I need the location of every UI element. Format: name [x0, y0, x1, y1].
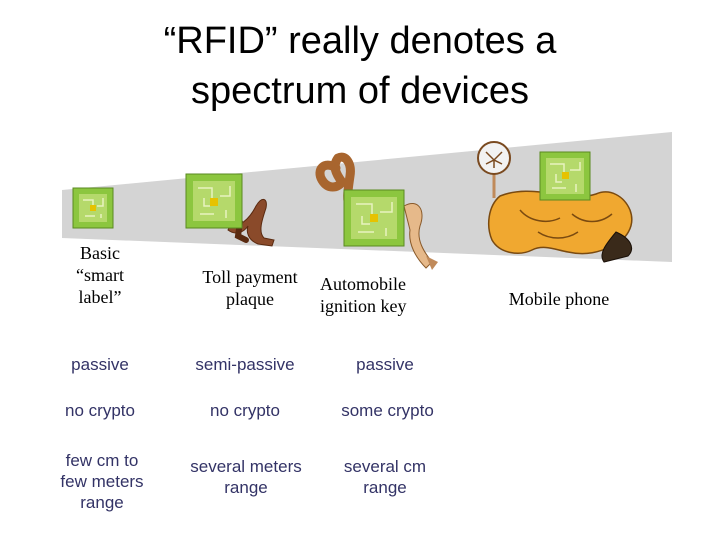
- device-label-line: Mobile phone: [508, 289, 610, 309]
- symbol-sign: [477, 141, 511, 175]
- slide-title: “RFID” really denotes a spectrum of devi…: [60, 16, 660, 116]
- power-semi-passive-toll: semi-passive: [195, 355, 295, 374]
- device-label-line: Automobile: [320, 274, 406, 294]
- device-label-toll-payment-plaque: Toll payment plaque: [180, 266, 320, 310]
- power-passive-basic: passive: [71, 355, 129, 374]
- chip-muscleman-icon: [477, 141, 633, 263]
- device-label-line: ignition key: [320, 296, 407, 316]
- range-line: range: [224, 478, 268, 497]
- range-line: range: [80, 493, 124, 512]
- range-line: several cm: [343, 457, 427, 476]
- device-label-line: label”: [78, 287, 122, 307]
- chip-with-arm-icon: [315, 152, 438, 270]
- legs: [227, 199, 275, 247]
- title-line-1: “RFID” really denotes a: [163, 20, 557, 62]
- range-line: few cm to: [65, 451, 139, 470]
- range-line: few meters: [60, 472, 144, 491]
- device-label-line: “smart: [76, 265, 124, 285]
- range-automobile: several cm range: [325, 456, 445, 498]
- chip-icon: [72, 187, 114, 229]
- device-label-automobile-ignition-key: Automobile ignition key: [320, 273, 440, 317]
- chip-with-legs-icon: [185, 173, 275, 247]
- device-label-line: Toll payment: [202, 267, 298, 287]
- device-label-mobile-phone: Mobile phone: [494, 288, 624, 310]
- device-label-basic-smart-label: Basic “smart label”: [50, 242, 150, 308]
- range-line: several meters: [190, 457, 302, 476]
- device-label-line: Basic: [80, 243, 120, 263]
- power-passive-automobile: passive: [356, 355, 414, 374]
- crypto-basic: no crypto: [65, 401, 135, 420]
- crypto-automobile: some crypto: [341, 401, 434, 420]
- range-basic: few cm to few meters range: [40, 450, 164, 513]
- title-line-2: spectrum of devices: [191, 70, 529, 112]
- range-toll: several meters range: [176, 456, 316, 498]
- device-label-line: plaque: [226, 289, 274, 309]
- range-line: range: [363, 478, 407, 497]
- crypto-toll: no crypto: [210, 401, 280, 420]
